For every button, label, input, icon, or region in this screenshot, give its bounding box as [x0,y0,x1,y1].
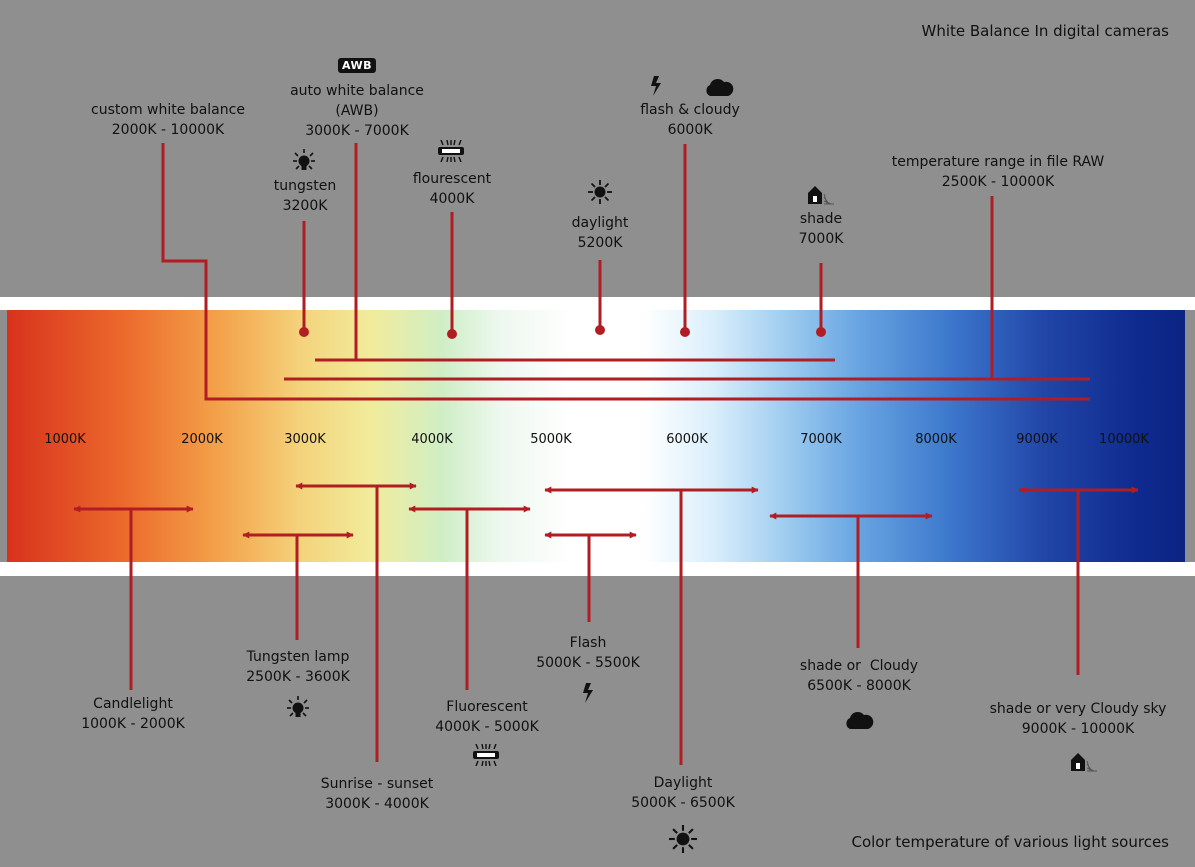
daylight-pin [595,325,605,335]
cloud-icon [704,76,734,100]
scale-tick: 8000K [915,432,957,447]
setting-range: 5200K [577,235,623,251]
setting-sub: (AWB) [335,103,379,119]
sun-icon [588,180,612,208]
raw-range-label: temperature range in file RAW 2500K - 10… [892,152,1104,192]
setting-name: flourescent [412,171,492,187]
setting-name: flash & cloudy [640,102,740,118]
daylight-label: daylight 5200K [572,213,629,253]
source-name: shade or very Cloudy sky [989,701,1167,717]
scale-tick: 6000K [666,432,708,447]
scale-tick: 4000K [411,432,453,447]
scale-tick: 7000K [800,432,842,447]
sunrise-sunset-label: Sunrise - sunset 3000K - 4000K [321,774,434,814]
shade-label: shade 7000K [799,209,844,249]
setting-range: 7000K [798,231,844,247]
source-range: 4000K - 5000K [435,719,539,735]
bottom-white-strip [0,562,1195,576]
scale-tick: 9000K [1016,432,1058,447]
source-name: Daylight [653,775,713,791]
source-range: 2500K - 3600K [246,669,350,685]
source-range: 3000K - 4000K [325,796,429,812]
scale-tick: 5000K [530,432,572,447]
fluorescent-source-label: Fluorescent 4000K - 5000K [435,697,539,737]
setting-name: tungsten [273,178,337,194]
candlelight-label: Candlelight 1000K - 2000K [81,694,185,734]
bulb-icon [293,149,315,175]
setting-range: 3000K - 7000K [305,123,409,139]
source-range: 5000K - 5500K [536,655,640,671]
source-name: shade or Cloudy [799,658,919,674]
awb-label: auto white balance (AWB) 3000K - 7000K [290,81,424,141]
source-name: Sunrise - sunset [320,776,434,792]
flourescent-label: flourescent 4000K [413,169,491,209]
flash-source-label: Flash 5000K - 5500K [536,633,640,673]
source-name: Fluorescent [446,699,528,715]
cloud-icon [844,709,874,733]
source-range: 5000K - 6500K [631,795,735,811]
top-white-strip [0,297,1195,310]
setting-name: custom white balance [91,102,245,118]
diagram-footer: Color temperature of various light sourc… [851,833,1169,851]
flash-cloudy-label: flash & cloudy 6000K [640,100,740,140]
scale-tick: 10000K [1099,432,1149,447]
source-name: Candlelight [93,696,173,712]
source-name: Flash [569,635,607,651]
scale-tick: 3000K [284,432,326,447]
setting-name: shade [799,211,843,227]
setting-name: temperature range in file RAW [891,154,1105,170]
custom-wb-connector [161,143,1090,401]
flash-cloudy-pin [680,327,690,337]
setting-range: 6000K [667,122,713,138]
top-panel [0,0,1195,297]
setting-name: daylight [571,215,629,231]
custom-wb-label: custom white balance 2000K - 10000K [91,100,245,140]
setting-range: 4000K [429,191,475,207]
setting-range: 2500K - 10000K [941,174,1055,190]
shade-cloudy-label: shade or Cloudy 6500K - 8000K [800,656,918,696]
sun-icon [669,825,697,857]
setting-range: 2000K - 10000K [111,122,225,138]
source-name: Tungsten lamp [246,649,350,665]
shade-icon [1070,752,1098,776]
source-range: 1000K - 2000K [81,716,185,732]
flash-icon [582,683,594,707]
scale-tick: 2000K [181,432,223,447]
flash-icon [650,76,662,100]
diagram-title: White Balance In digital cameras [921,22,1169,40]
tungsten-pin [299,327,309,337]
setting-range: 3200K [282,198,328,214]
shade-pin [816,327,826,337]
source-range: 6500K - 8000K [807,678,911,694]
shade-icon [807,185,835,209]
setting-name: auto white balance [290,83,424,99]
bottom-panel [0,576,1195,867]
daylight-source-label: Daylight 5000K - 6500K [631,773,735,813]
bulb-icon [287,696,309,722]
fluorescent-icon [437,139,465,166]
color-temperature-spectrum [7,310,1185,562]
fluorescent-pin [447,329,457,339]
scale-tick: 1000K [44,432,86,447]
tungsten-lamp-label: Tungsten lamp 2500K - 3600K [246,647,350,687]
fluorescent-icon [472,743,500,770]
awb-badge: AWB [337,58,377,73]
source-range: 9000K - 10000K [1021,721,1135,737]
very-cloudy-label: shade or very Cloudy sky 9000K - 10000K [990,699,1167,739]
tungsten-label: tungsten 3200K [274,176,336,216]
